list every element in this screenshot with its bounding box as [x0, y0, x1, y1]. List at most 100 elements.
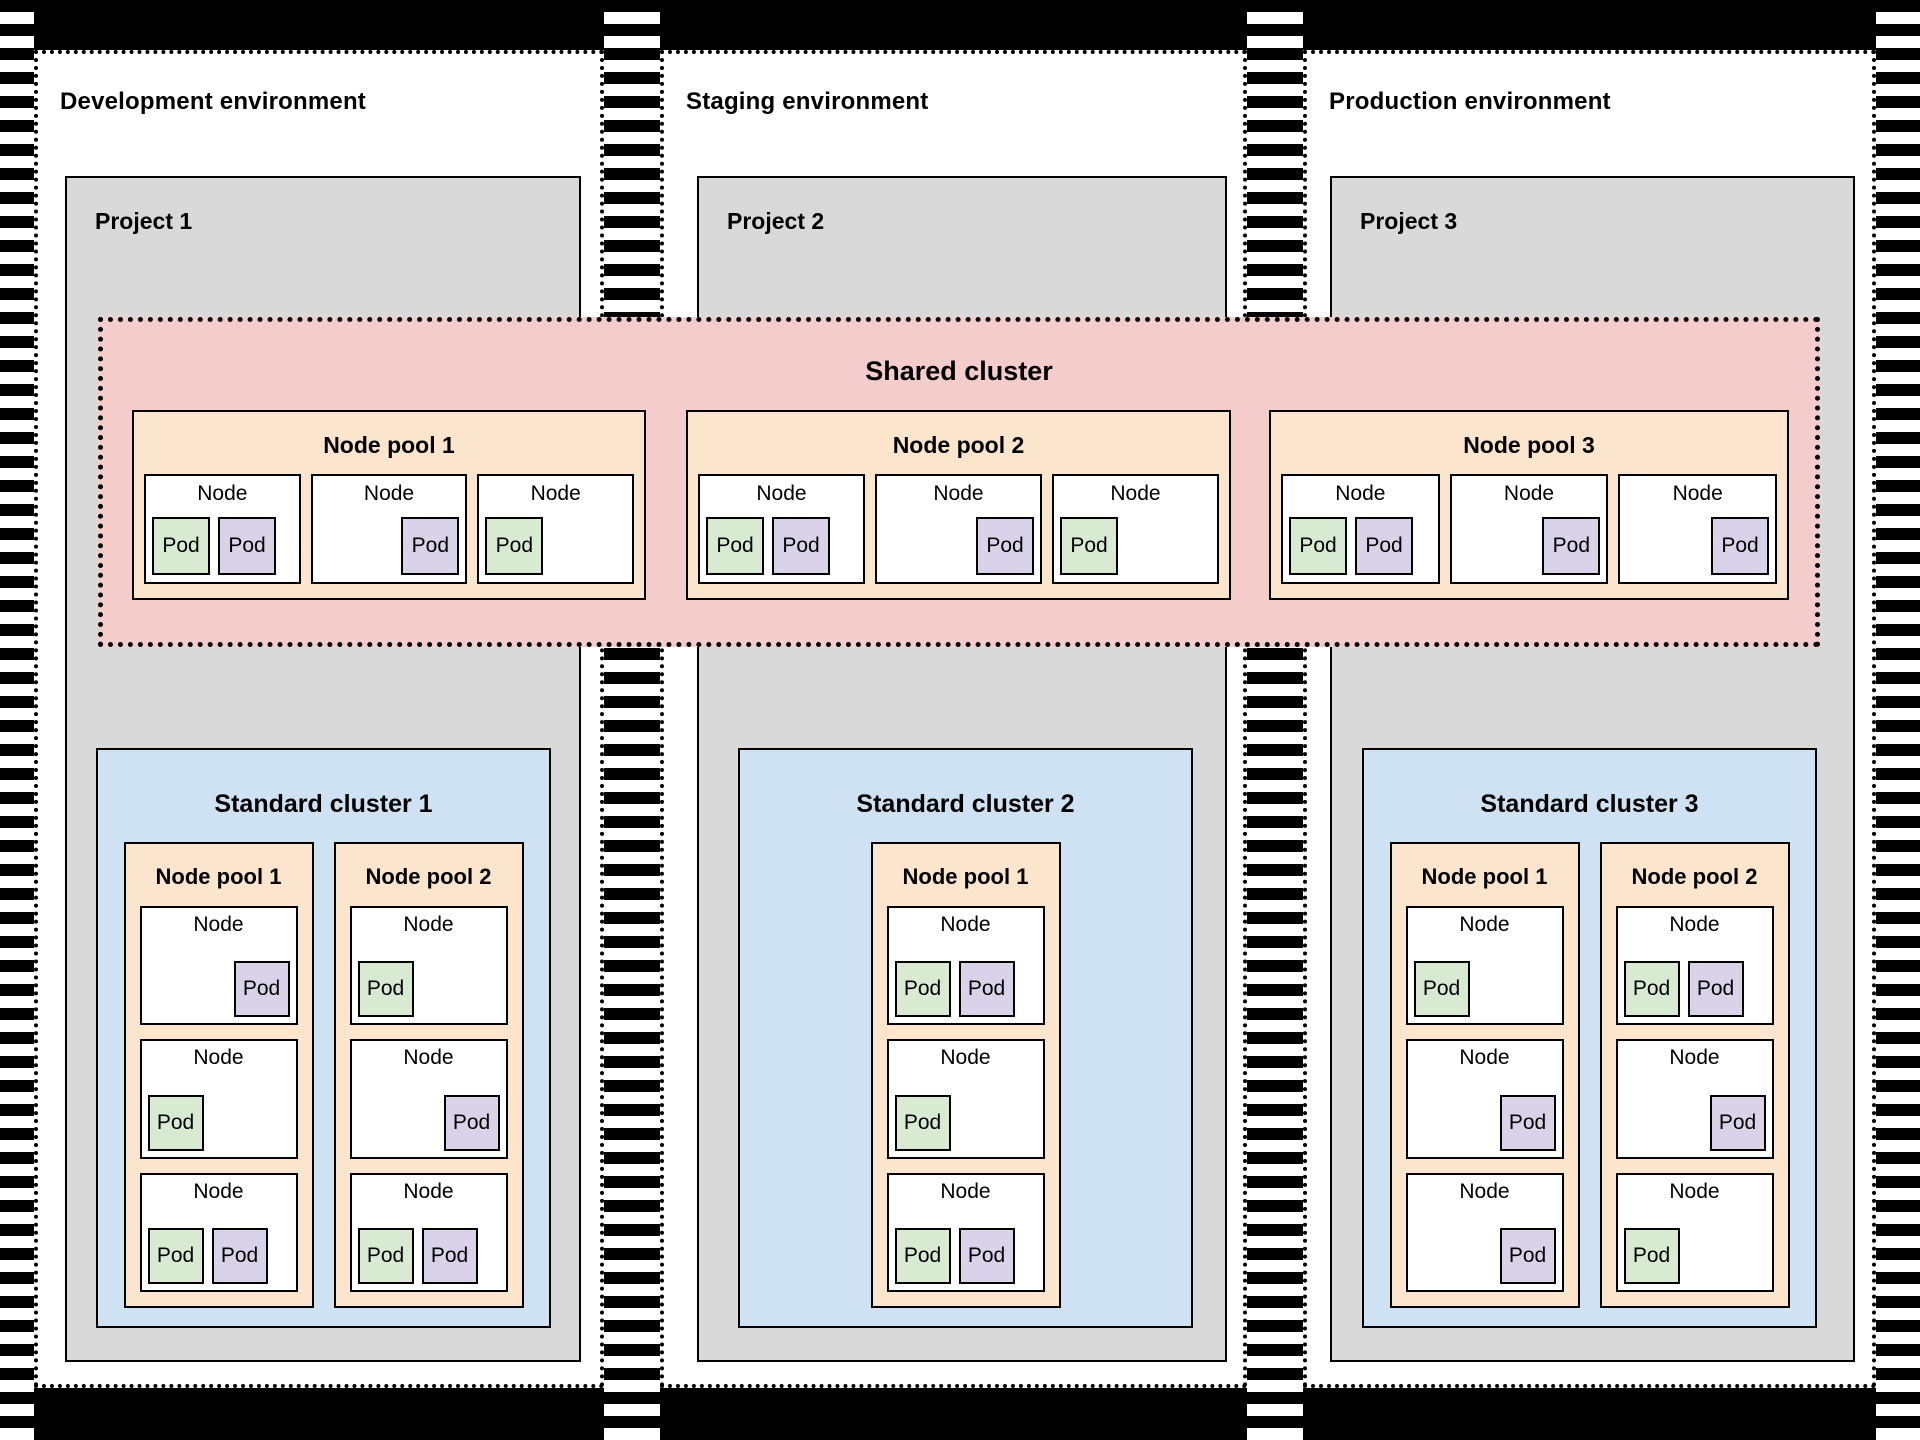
pod-container: Pod: [1414, 1227, 1556, 1284]
pod-container: Pod: [1624, 1094, 1766, 1151]
pod: Pod: [218, 517, 276, 575]
node-label: Node: [940, 1179, 991, 1203]
node-label: Node: [1459, 1046, 1510, 1070]
pod: Pod: [958, 961, 1015, 1018]
hatch-divider-dev-staging: [604, 0, 660, 1440]
pod: Pod: [894, 1227, 951, 1284]
project-title: Project 3: [1360, 208, 1458, 234]
shared-cluster-title: Shared cluster: [865, 356, 1053, 386]
pod: Pod: [1542, 517, 1601, 575]
pod: Pod: [1709, 1094, 1766, 1151]
pod-container: Pod: [894, 1094, 1037, 1151]
hatch-divider-right: [1876, 0, 1920, 1440]
node-label: Node: [193, 1179, 244, 1203]
environment-title: Staging environment: [686, 88, 929, 115]
node-label: Node: [1669, 1046, 1720, 1070]
node-label: Node: [1459, 1179, 1510, 1203]
node-label: Node: [1459, 913, 1510, 936]
standard-cluster-title: Standard cluster 1: [214, 790, 433, 818]
node-pool-title: Node pool 3: [1463, 432, 1595, 458]
pod: Pod: [706, 517, 764, 575]
pod-container: Pod: [1413, 961, 1556, 1018]
pod: Pod: [976, 517, 1034, 575]
node-label: Node: [403, 913, 454, 936]
node-pool-title: Node pool 1: [323, 432, 455, 458]
pod: Pod: [1499, 1094, 1556, 1151]
node-label: Node: [756, 482, 807, 505]
pod-container: Pod: [1414, 1094, 1556, 1151]
node-label: Node: [363, 482, 415, 505]
pod: Pod: [1355, 517, 1413, 575]
node-label: Node: [1669, 1179, 1720, 1203]
pod: Pod: [152, 517, 210, 575]
pod-container: Pod: [1623, 1227, 1766, 1284]
node-label: Node: [403, 1179, 454, 1203]
pod-container: Pod: [1060, 517, 1211, 575]
pod: Pod: [1623, 961, 1680, 1018]
pod-container: Pod: [357, 961, 500, 1018]
pod: Pod: [1687, 961, 1744, 1018]
project-title: Project 2: [727, 208, 825, 234]
pod: Pod: [357, 961, 414, 1018]
pod: Pod: [233, 961, 290, 1018]
pod-container: Pod: [319, 517, 460, 575]
standard-cluster-title: Standard cluster 2: [856, 790, 1075, 818]
node-label: Node: [193, 913, 244, 936]
pod: Pod: [1413, 961, 1470, 1018]
node-label: Node: [403, 1046, 454, 1070]
pod: Pod: [485, 517, 544, 575]
pod: Pod: [147, 1227, 204, 1284]
node-label: Node: [1503, 482, 1555, 505]
pod: Pod: [211, 1227, 268, 1284]
node-label: Node: [193, 1046, 244, 1070]
node-label: Node: [933, 482, 984, 505]
pod: Pod: [147, 1094, 204, 1151]
pod-container: Pod: [485, 517, 626, 575]
environment-title: Development environment: [60, 88, 366, 115]
pod-container: Pod: [1458, 517, 1601, 575]
node-label: Node: [1335, 482, 1386, 505]
environment-title: Production environment: [1329, 88, 1611, 115]
pod: Pod: [1289, 517, 1347, 575]
pod: Pod: [894, 1094, 951, 1151]
pod: Pod: [1499, 1227, 1556, 1284]
node-label: Node: [1672, 482, 1723, 505]
pod: Pod: [1060, 517, 1118, 575]
